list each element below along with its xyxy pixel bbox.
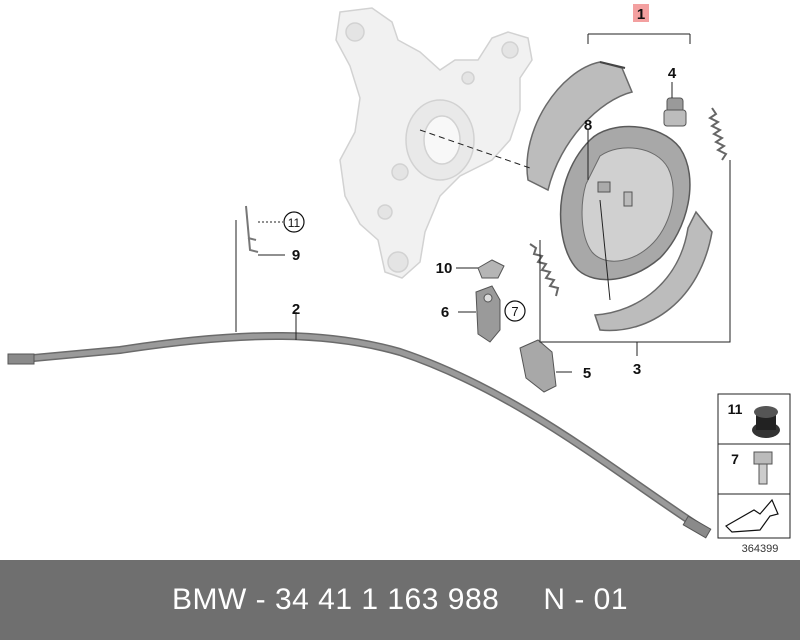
legend-label-7: 7 (731, 451, 739, 467)
callout-4: 4 (668, 65, 677, 82)
leader-lines (235, 33, 731, 373)
callout-7-circle (504, 300, 526, 322)
legend-label-11: 11 (728, 401, 743, 417)
direction-arrow-icon (725, 498, 779, 533)
image-number: 364399 (742, 543, 779, 555)
callout-5: 5 (583, 365, 591, 382)
legend-box-arrow (717, 493, 791, 539)
callout-8: 8 (584, 117, 592, 134)
callout-11-circle (283, 211, 305, 233)
callout-highlight (633, 4, 649, 22)
adjuster (663, 97, 687, 127)
bracket-part-9 (245, 205, 259, 253)
callout-10: 10 (436, 260, 453, 277)
footer-caption: BMW - 34 41 1 163 988 N - 01 (172, 583, 628, 617)
rubber-grommet-icon (752, 406, 780, 438)
callout-9: 9 (292, 247, 300, 264)
handbrake-cable (7, 331, 712, 539)
legend-box-7: 7 (717, 443, 791, 495)
callout-11: 11 (288, 216, 301, 230)
variant-label: N - 01 (543, 583, 629, 616)
hold-down-pin (597, 181, 633, 207)
steering-knuckle (335, 7, 533, 279)
footer-bar: BMW - 34 41 1 163 988 N - 01 (0, 560, 800, 640)
callout-2: 2 (292, 301, 300, 318)
diagram-canvas: 1 2 3 4 5 6 7 8 9 10 11 11 7 364399 (7, 4, 791, 555)
brake-shoe-upper (526, 61, 634, 192)
bolt-icon (753, 451, 773, 485)
callout-1: 1 (637, 6, 645, 23)
brake-shoe-lower (593, 210, 713, 332)
clip-part-10 (477, 259, 505, 279)
parts-diagram: 1 2 3 4 5 6 7 8 9 10 11 11 7 364399 (7, 4, 791, 555)
return-spring-upper (708, 107, 728, 161)
legend-box-11: 11 (717, 393, 791, 445)
part-number-label: BMW - 34 41 1 163 988 (171, 583, 500, 616)
lever-part-6 (475, 285, 501, 343)
return-spring-lower (529, 243, 560, 297)
callout-7: 7 (511, 304, 518, 319)
callout-6: 6 (441, 304, 449, 321)
bracket-part-5 (519, 339, 557, 393)
callout-3: 3 (633, 361, 641, 378)
